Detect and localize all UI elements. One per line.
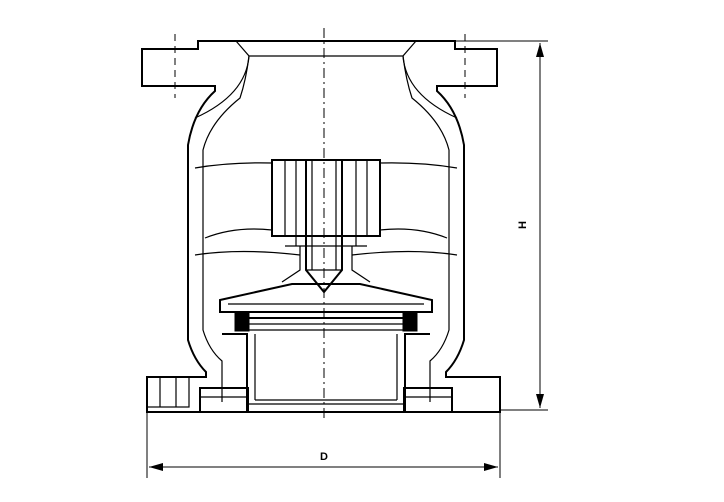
valve-stem — [281, 160, 371, 294]
valve-disc — [219, 283, 433, 332]
centerlines — [174, 28, 466, 418]
dimension-h: H — [455, 40, 548, 411]
dimension-d: D — [146, 412, 501, 478]
valve-body — [141, 40, 501, 413]
guide-sleeve — [271, 159, 381, 247]
bolt-left — [146, 376, 190, 408]
right-seal-ring — [402, 312, 418, 332]
diameter-label: D — [320, 451, 328, 463]
left-seal-ring — [234, 312, 250, 332]
valve-seat — [199, 333, 453, 413]
height-label: H — [517, 221, 529, 229]
